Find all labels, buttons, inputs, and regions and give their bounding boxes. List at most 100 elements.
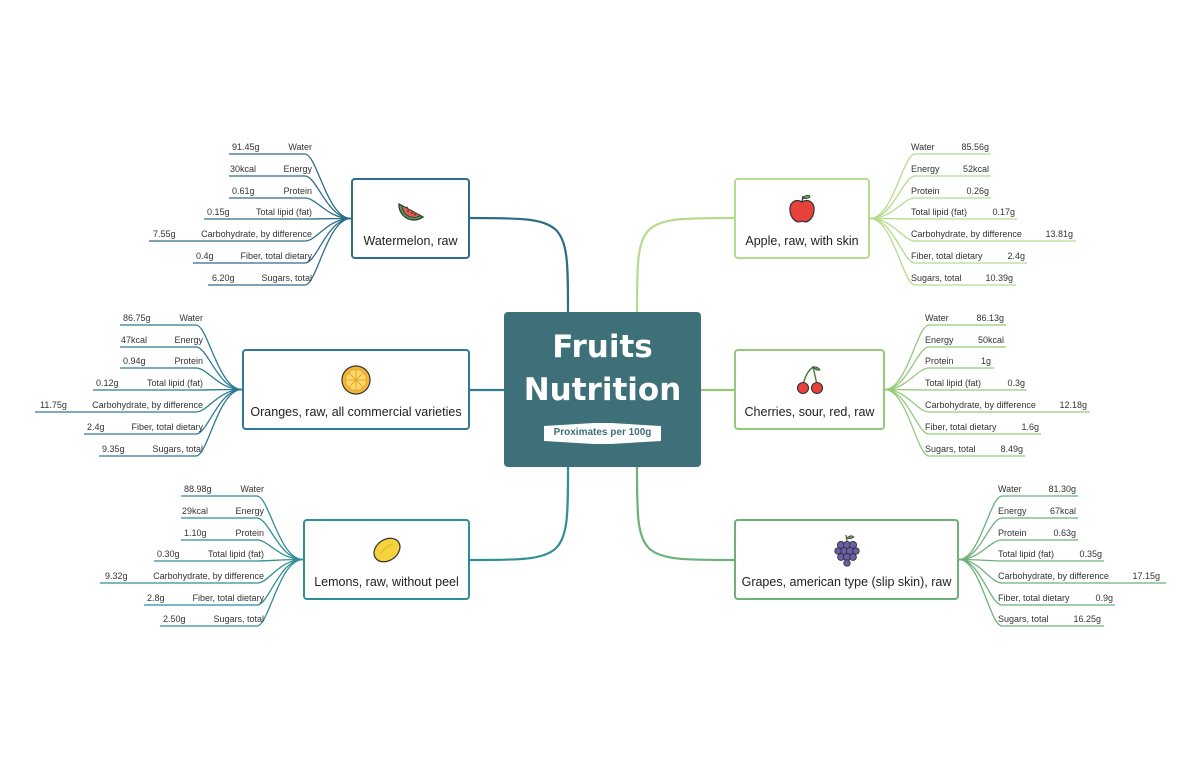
topic-connector — [469, 216, 570, 313]
nutrient-label: Energy — [235, 506, 264, 516]
nutrient-label: Water — [288, 142, 312, 152]
nutrient-branch — [229, 197, 352, 220]
nutrient-label: Protein — [911, 186, 940, 196]
nutrient-label: Carbohydrate, by difference — [998, 571, 1109, 581]
nutrient-label: Water — [925, 313, 949, 323]
nutrient-label: Water — [240, 484, 264, 494]
nutrient-branch — [120, 324, 243, 391]
nutrient-value: 86.13g — [976, 313, 1004, 323]
topic-label: Watermelon, raw — [363, 234, 458, 248]
nutrient-value: 29kcal — [182, 506, 209, 516]
nutrient-value: 0.26g — [966, 186, 989, 196]
nutrient-branch — [884, 346, 1006, 391]
nutrient-label: Sugars, total — [213, 614, 264, 624]
central-title: Fruits Nutrition — [504, 326, 701, 412]
nutrient-value: 16.25g — [1073, 614, 1101, 624]
topic-label: Apple, raw, with skin — [745, 234, 859, 248]
nutrient-branch — [884, 324, 1006, 391]
grapes-icon — [833, 534, 860, 567]
nutrient-label: Protein — [174, 356, 203, 366]
nutrient-label: Total lipid (fat) — [207, 549, 264, 559]
nutrient-value: 0.15g — [207, 207, 230, 217]
nutrient-value: 0.94g — [123, 356, 146, 366]
cherries-icon — [796, 365, 823, 395]
topic-connector — [469, 466, 570, 562]
topic-lemons[interactable]: Lemons, raw, without peel — [303, 519, 470, 600]
nutrient-value: 91.45g — [232, 142, 260, 152]
nutrient-label: Carbohydrate, by difference — [925, 400, 1036, 410]
nutrient-label: Fiber, total dietary — [998, 593, 1070, 603]
topic-watermelon[interactable]: Watermelon, raw — [351, 178, 470, 259]
nutrient-label: Sugars, total — [998, 614, 1049, 624]
topic-connector — [635, 466, 735, 562]
nutrient-value: 0.4g — [196, 251, 214, 261]
nutrient-label: Sugars, total — [911, 273, 962, 283]
central-title-line-2: Nutrition — [523, 372, 682, 408]
nutrient-label: Total lipid (fat) — [255, 207, 312, 217]
nutrient-value: 0.3g — [1007, 378, 1025, 388]
topic-label: Oranges, raw, all commercial varieties — [250, 405, 462, 419]
nutrient-value: 2.50g — [163, 614, 186, 624]
nutrient-value: 10.39g — [985, 273, 1013, 283]
nutrient-label: Protein — [235, 528, 264, 538]
nutrient-value: 2.4g — [87, 422, 105, 432]
nutrient-branch — [93, 388, 243, 391]
nutrient-label: Sugars, total — [152, 444, 203, 454]
nutrient-label: Energy — [911, 164, 940, 174]
nutrient-value: 1g — [980, 356, 991, 366]
nutrient-branch — [884, 367, 994, 391]
nutrient-label: Fiber, total dietary — [192, 593, 264, 603]
nutrient-value: 0.61g — [232, 186, 255, 196]
nutrient-label: Total lipid (fat) — [998, 549, 1055, 559]
nutrient-branch — [181, 517, 304, 561]
nutrient-branch — [869, 217, 1017, 220]
topic-label: Lemons, raw, without peel — [314, 575, 459, 589]
topic-cherries[interactable]: Cherries, sour, red, raw — [734, 349, 885, 430]
nutrient-branch — [229, 175, 352, 220]
nutrient-label: Fiber, total dietary — [240, 251, 312, 261]
nutrient-value: 0.17g — [992, 207, 1015, 217]
nutrient-value: 67kcal — [1049, 506, 1076, 516]
nutrient-label: Protein — [925, 356, 954, 366]
nutrient-label: Total lipid (fat) — [925, 378, 982, 388]
nutrient-value: 2.4g — [1007, 251, 1025, 261]
nutrient-value: 1.6g — [1021, 422, 1039, 432]
nutrient-branch — [120, 367, 243, 391]
nutrient-value: 7.55g — [153, 229, 176, 239]
topic-label: Cherries, sour, red, raw — [744, 405, 875, 419]
nutrient-branch — [958, 495, 1078, 561]
nutrient-branch — [869, 217, 1016, 286]
central-topic[interactable]: Fruits Nutrition Proximates per 100g — [504, 312, 701, 467]
nutrient-value: 6.20g — [212, 273, 235, 283]
nutrient-label: Carbohydrate, by difference — [92, 400, 203, 410]
nutrient-value: 11.75g — [40, 400, 67, 410]
nutrient-label: Fiber, total dietary — [925, 422, 997, 432]
orange-icon — [341, 365, 371, 395]
nutrient-value: 81.30g — [1048, 484, 1076, 494]
nutrient-value: 13.81g — [1045, 229, 1073, 239]
nutrient-label: Total lipid (fat) — [911, 207, 968, 217]
topic-grapes[interactable]: Grapes, american type (slip skin), raw — [734, 519, 959, 600]
nutrient-branch — [120, 346, 243, 391]
topic-apple[interactable]: Apple, raw, with skin — [734, 178, 870, 259]
topic-oranges[interactable]: Oranges, raw, all commercial varieties — [242, 349, 470, 430]
nutrient-label: Protein — [283, 186, 312, 196]
nutrient-value: 0.9g — [1095, 593, 1113, 603]
nutrient-value: 88.98g — [184, 484, 212, 494]
nutrient-branch — [884, 388, 1041, 435]
nutrient-branch — [181, 495, 304, 561]
topic-label: Grapes, american type (slip skin), raw — [741, 575, 952, 589]
nutrient-label: Carbohydrate, by difference — [201, 229, 312, 239]
nutrient-label: Total lipid (fat) — [146, 378, 203, 388]
nutrient-value: 9.32g — [105, 571, 128, 581]
nutrient-branch — [958, 539, 1078, 561]
nutrient-value: 8.49g — [1000, 444, 1023, 454]
nutrient-branch — [160, 558, 304, 627]
nutrient-value: 47kcal — [121, 335, 148, 345]
nutrient-value: 0.63g — [1053, 528, 1076, 538]
nutrient-label: Water — [998, 484, 1022, 494]
nutrient-branch — [869, 153, 991, 220]
nutrient-label: Water — [179, 313, 203, 323]
